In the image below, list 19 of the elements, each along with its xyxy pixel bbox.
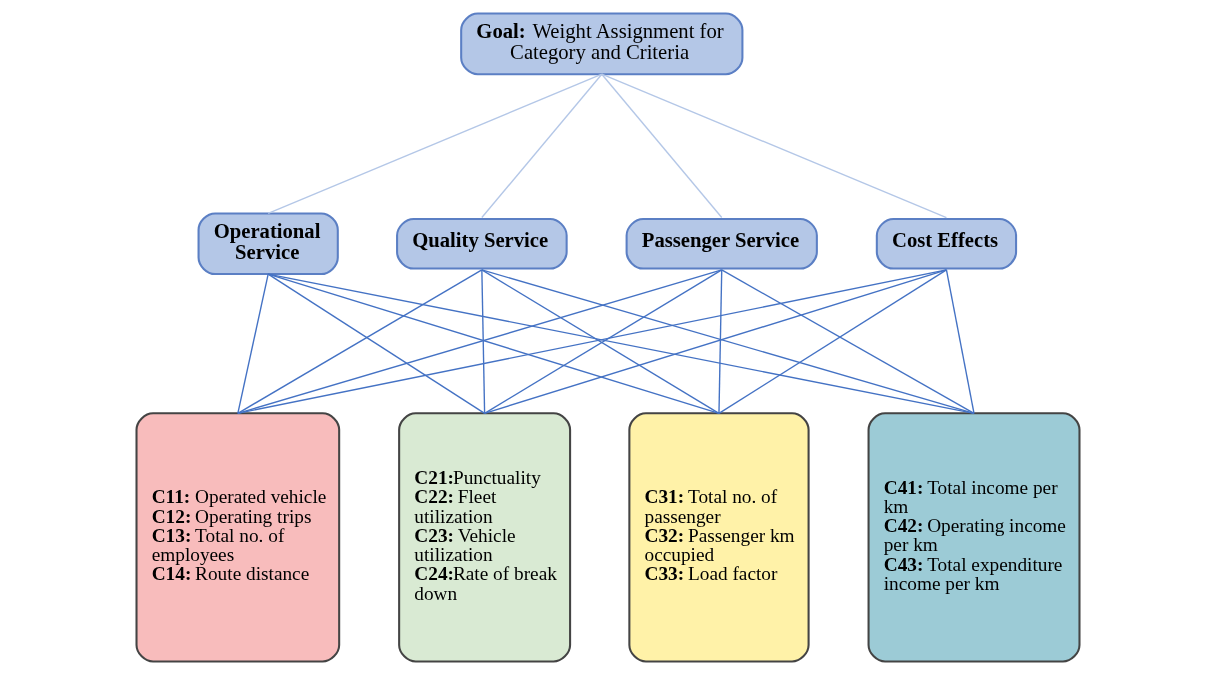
connector bbox=[267, 273, 485, 414]
node-box: C31: Total no. of passenger C32: Passenger km occupied C33: Load factor bbox=[627, 412, 810, 663]
connector bbox=[236, 273, 269, 414]
node-box: Quality Service bbox=[395, 217, 568, 270]
node-box: C11: Operated vehicle C12: Operating trips C13: Total no. of employees C14: Route distance bbox=[134, 412, 340, 663]
connector bbox=[600, 73, 947, 219]
connector bbox=[945, 269, 975, 414]
connector bbox=[600, 73, 722, 219]
node-box: Operational Service bbox=[197, 212, 339, 276]
node-box: C41: Total income per km C42: Operating income per km C43: Total expenditure income per km bbox=[867, 412, 1081, 663]
connector bbox=[717, 269, 722, 414]
node-box: C21:Punctuality C22: Fleet utilization C23: Vehicle utilization C24:Rate of break down bbox=[397, 412, 571, 663]
connector bbox=[480, 73, 602, 219]
node-box: Goal: Weight Assignment for Category and Criteria bbox=[459, 12, 743, 76]
connector bbox=[267, 73, 602, 215]
node-box: Passenger Service bbox=[625, 217, 818, 270]
connector bbox=[236, 269, 483, 414]
node-box: Cost Effects bbox=[875, 217, 1017, 270]
connector bbox=[480, 269, 485, 414]
